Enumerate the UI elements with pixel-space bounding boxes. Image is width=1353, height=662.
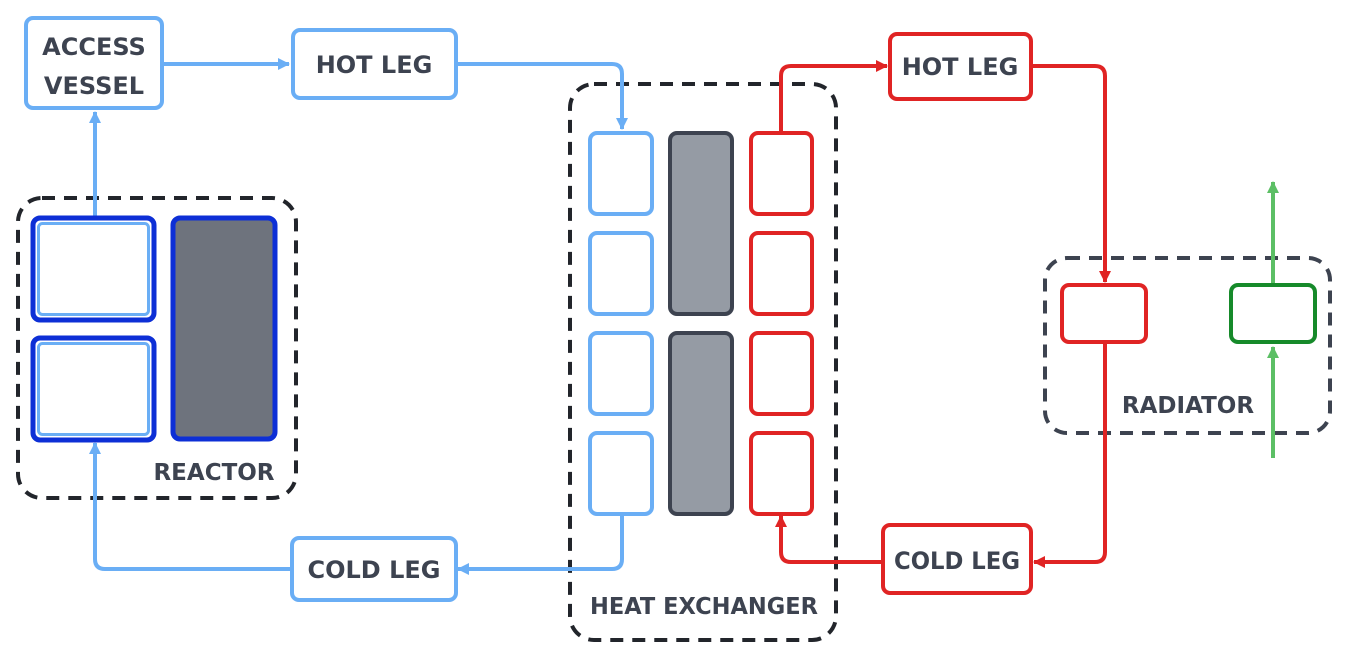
hx-secondary-channel-2 (749, 231, 814, 316)
reactor-label: REACTOR (153, 460, 274, 486)
radiator-cooling-element (1229, 283, 1317, 344)
reactor-core-top-inner (37, 222, 150, 316)
reactor-core-bottom (30, 335, 157, 443)
radiator-hot-element (1060, 283, 1148, 344)
hx-plate-bottom (668, 331, 734, 516)
heat-exchanger-label: HEAT EXCHANGER (590, 594, 818, 620)
heat-exchanger-group (568, 82, 838, 642)
hx-secondary-channel-3 (749, 331, 814, 416)
secondary-cold-leg-box (881, 523, 1033, 595)
reactor-core-bottom-inner (37, 342, 150, 436)
reactor-core-top (30, 215, 157, 323)
hx-primary-channel-3 (588, 331, 654, 416)
reactor-shield (170, 215, 278, 442)
hx-secondary-channel-1 (749, 131, 814, 216)
hx-primary-channel-1 (588, 131, 654, 216)
primary-cold-leg-box (290, 536, 458, 602)
primary-hot-leg-label: HOT LEG (316, 51, 433, 79)
secondary-hot-leg-box (888, 32, 1033, 101)
secondary-cold-leg-label: COLD LEG (894, 547, 1020, 575)
primary-cold-leg-label: COLD LEG (308, 556, 441, 584)
hx-primary-channel-4 (588, 431, 654, 516)
access-vessel-box (24, 16, 164, 110)
radiator-group (1043, 256, 1332, 435)
secondary-cold-leg-to-heat-exchanger-arrow (775, 515, 883, 564)
radiator-to-secondary-cold-leg-arrow (1033, 343, 1107, 568)
heat-exchanger-to-cold-leg-arrow (457, 514, 624, 575)
secondary-hot-leg-label: HOT LEG (902, 53, 1019, 81)
hot-leg-to-heat-exchanger-arrow (456, 62, 628, 130)
radiator-label: RADIATOR (1122, 393, 1254, 419)
reactor-group (16, 196, 298, 500)
access-vessel-label-line2: VESSEL (44, 72, 144, 100)
hx-secondary-channel-4 (749, 431, 814, 516)
hx-plate-top (668, 131, 734, 316)
access-vessel-label-line1: ACCESS (42, 33, 146, 61)
secondary-hot-leg-to-radiator-arrow (1031, 64, 1111, 283)
primary-hot-leg-box (291, 28, 458, 100)
hx-primary-channel-2 (588, 231, 654, 316)
cold-leg-to-reactor-arrow (89, 442, 292, 571)
heat-exchanger-to-secondary-hot-leg-arrow (779, 60, 888, 134)
